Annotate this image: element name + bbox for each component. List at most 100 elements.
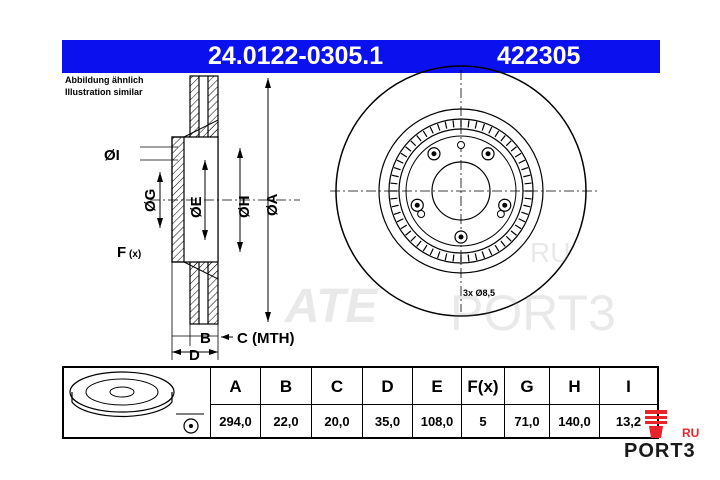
vent-vane [390, 197, 398, 200]
technical-drawing: ØI ØG ØE ØH ØA F (x) B C (MTH) D 3x Ø8,5… [104, 65, 616, 364]
hat-flange [171, 136, 185, 263]
bolt-hole-center [431, 151, 437, 157]
svg-text:RU: RU [530, 237, 570, 268]
label-dia-g: ØG [142, 189, 159, 212]
vent-vane [521, 211, 529, 216]
vent-vane [518, 159, 526, 164]
port3-watermark: RU PORT3 [618, 406, 714, 462]
vent-vane [452, 254, 455, 262]
table-header-cell: E [412, 368, 461, 405]
vent-vane [452, 120, 455, 128]
vent-vane [488, 126, 493, 134]
watermark-brand: PORT3 [624, 440, 696, 462]
bolt-hole-center [458, 234, 464, 240]
note-line-de: Abbildung ähnlich [65, 75, 144, 85]
table-header-cell: D [362, 368, 412, 405]
table-header-cell: F(x) [461, 368, 504, 405]
vent-vane [416, 135, 422, 142]
alt-part-number: 422305 [497, 42, 581, 70]
table-value-cell: 35,0 [362, 405, 412, 439]
vent-vane [393, 166, 401, 171]
label-c-mth: C (MTH) [237, 330, 294, 347]
note-line-en: Illustration similar [65, 87, 143, 97]
label-dia-i: ØI [104, 147, 120, 164]
part-number: 24.0122-0305.1 [208, 42, 384, 70]
vent-vane [524, 197, 532, 200]
table-value-cell: 140,0 [549, 405, 599, 439]
label-holes: 3x Ø8,5 [463, 288, 495, 298]
vent-vane [393, 211, 401, 216]
label-b: B [200, 330, 211, 347]
header-bar: 24.0122-0305.1 422305 [62, 40, 660, 73]
vent-vane [467, 254, 470, 262]
table-header-cell: I [599, 368, 657, 405]
disc-thumbnail [64, 368, 210, 437]
table-header-cell: G [504, 368, 549, 405]
disc-outer-edge [335, 65, 587, 317]
vent-vane [494, 244, 500, 252]
table-header-cell: C [311, 368, 362, 405]
vent-vane [436, 251, 441, 259]
table-header-cell: H [549, 368, 599, 405]
vent-vane [410, 140, 417, 147]
vent-vane [514, 152, 522, 158]
label-dia-a: ØA [264, 193, 281, 216]
table-value-cell: 20,0 [311, 405, 362, 439]
bolt-hole-center [502, 202, 508, 208]
piston-icon [645, 410, 667, 438]
vent-vane [436, 123, 441, 131]
vent-vane [474, 121, 478, 129]
label-dia-h: ØH [236, 196, 253, 219]
vent-vane [400, 224, 408, 230]
svg-text:ATE: ATE [284, 280, 379, 333]
vent-vane [405, 146, 412, 152]
table-value-cell: 22,0 [260, 405, 311, 439]
table-value-cell: 108,0 [412, 405, 461, 439]
vent-vane [416, 240, 422, 247]
vent-vane [500, 135, 506, 142]
bolt-hole-center [485, 151, 491, 157]
vent-vane [444, 121, 448, 129]
vent-vane [500, 240, 506, 247]
vent-vane [410, 235, 417, 242]
disc-section-view [140, 75, 300, 360]
watermark-ru: RU [682, 426, 700, 440]
bolt-hole-center [414, 202, 420, 208]
vent-vane [400, 152, 408, 158]
vent-vane [518, 218, 526, 223]
label-f-sub: (x) [129, 249, 141, 260]
label-d: D [189, 347, 200, 364]
vent-vane [523, 174, 531, 178]
vent-vane [396, 159, 404, 164]
table-value-cell: 71,0 [504, 405, 549, 439]
vent-vane [481, 123, 486, 131]
vent-vane [488, 248, 493, 256]
vent-vane [521, 166, 529, 171]
vent-vane [524, 182, 532, 185]
vent-vane [514, 224, 522, 230]
vent-vane [444, 253, 448, 261]
vent-vane [494, 130, 500, 138]
vent-vane [505, 235, 512, 242]
vent-vane [467, 120, 470, 128]
vent-vane [505, 140, 512, 147]
table-header-cell: B [260, 368, 311, 405]
bolt-holes [410, 141, 512, 244]
small-hole [457, 141, 465, 149]
svg-text:PORT3: PORT3 [450, 285, 616, 341]
vent-vane [429, 248, 434, 256]
vent-vane [510, 146, 517, 152]
vent-vane [422, 130, 428, 138]
vent-vane [523, 204, 531, 208]
small-hole [417, 210, 426, 218]
label-f: F [117, 244, 126, 261]
vent-vane [510, 230, 517, 236]
table-header-cell: A [210, 368, 260, 405]
illustration-note: Abbildung ähnlich Illustration similar [65, 74, 144, 98]
small-hole [496, 210, 505, 218]
vent-vane [390, 182, 398, 185]
table-value-cell: 5 [461, 405, 504, 439]
watermark-logo: ATE PORT3 RU [284, 237, 616, 341]
vent-vane [429, 126, 434, 134]
